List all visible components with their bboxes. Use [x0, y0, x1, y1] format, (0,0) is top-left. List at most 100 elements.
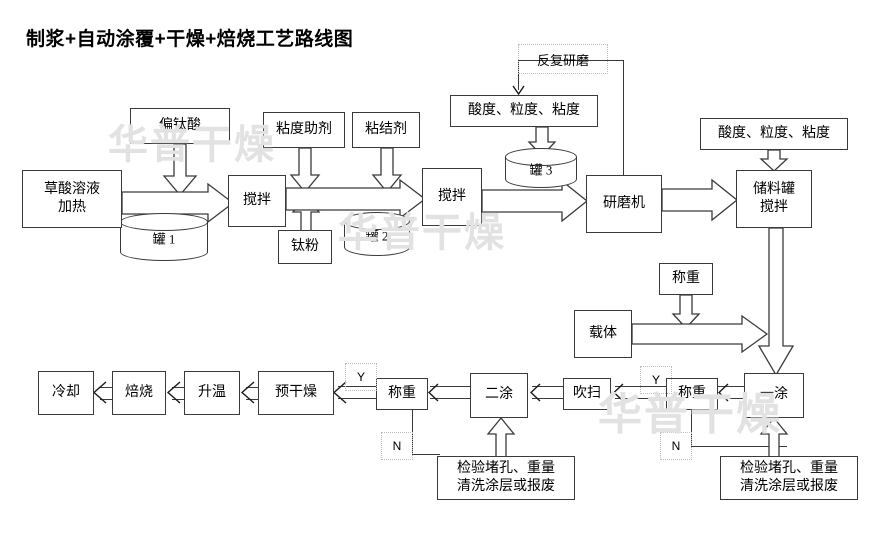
- decision-label-y-left: Y: [345, 363, 377, 391]
- arrow-storage-to-coat1: [758, 228, 794, 376]
- line-weigh1-n-right: [691, 446, 787, 448]
- node-label: 搅拌: [438, 188, 466, 204]
- line-calcine-to-cool-a: [100, 387, 114, 389]
- node-label: 升温: [198, 384, 226, 400]
- line-weigh1-to-blow-a: [615, 386, 667, 388]
- arrowhead-to-quality-middle: [510, 80, 528, 103]
- node-weigh-2[interactable]: 称重: [376, 378, 428, 410]
- node-inspect-left[interactable]: 检验堵孔、重量 清洗涂层或报废: [437, 456, 575, 500]
- tank-1[interactable]: 罐 1: [120, 213, 208, 261]
- arrowhead-coat1-to-weigh1: [714, 383, 732, 408]
- node-label: 偏钛酸: [159, 117, 201, 133]
- node-label: 粘结剂: [365, 121, 407, 137]
- tank-label: 罐 1: [152, 231, 176, 247]
- tank-2[interactable]: 罐 2: [344, 212, 410, 256]
- decision-text: Y: [356, 370, 365, 384]
- node-blow-purge[interactable]: 吹扫: [563, 378, 611, 410]
- line-weigh2-n-right: [412, 454, 440, 456]
- arrow-carrier-right: [632, 316, 768, 352]
- line-coat2-to-weigh2-b: [430, 398, 472, 400]
- arrowhead-coat2-to-weigh2: [424, 383, 442, 408]
- arrow-binder-down: [372, 148, 402, 193]
- node-titanium-powder[interactable]: 钛粉: [278, 230, 332, 264]
- line-blow-to-coat2-b: [532, 398, 564, 400]
- node-label: 草酸溶液 加热: [44, 181, 100, 215]
- node-grinder[interactable]: 研磨机: [586, 175, 662, 233]
- arrow-inspect-left-up: [487, 418, 515, 458]
- decision-label-y-right: Y: [640, 366, 672, 394]
- node-carrier[interactable]: 载体: [574, 310, 632, 358]
- decision-text: N: [671, 439, 681, 453]
- node-mixing-1[interactable]: 搅拌: [228, 175, 286, 227]
- node-weigh-1[interactable]: 称重: [666, 378, 718, 410]
- node-quality-middle[interactable]: 酸度、粒度、粘度: [450, 95, 598, 127]
- line-predry-to-heatup-b: [246, 399, 260, 401]
- node-cooling[interactable]: 冷却: [38, 371, 94, 415]
- line-weigh1-n-down: [691, 410, 693, 446]
- arrowhead-blow-to-coat2: [526, 383, 544, 408]
- line-calcine-to-cool-b: [100, 399, 114, 401]
- node-label: 称重: [678, 385, 706, 401]
- node-label: 研磨机: [603, 195, 645, 211]
- node-repeat-grinding[interactable]: 反复研磨: [518, 44, 608, 74]
- node-oxalic-acid-heating[interactable]: 草酸溶液 加热: [22, 170, 122, 228]
- node-label: 搅拌: [243, 192, 271, 208]
- node-label: 一涂: [760, 387, 788, 403]
- node-label: 预干燥: [275, 384, 317, 400]
- node-label: 反复研磨: [536, 52, 589, 68]
- line-blow-to-coat2-a: [532, 386, 564, 388]
- node-label: 钛粉: [291, 238, 319, 254]
- decision-label-n-right: N: [660, 432, 692, 460]
- node-label: 吹扫: [573, 385, 601, 401]
- node-calcination[interactable]: 焙烧: [112, 371, 166, 415]
- node-heat-up[interactable]: 升温: [184, 371, 240, 415]
- line-weigh2-to-predry-a: [338, 386, 378, 388]
- node-weigh-middle[interactable]: 称重: [659, 263, 713, 295]
- node-coat-2[interactable]: 二涂: [470, 373, 528, 418]
- arrow-viscosity-down: [290, 148, 320, 193]
- decision-text: N: [392, 439, 402, 453]
- line-grinder-feedback-horizontal: [518, 60, 624, 62]
- line-heatup-to-calcine-b: [172, 399, 186, 401]
- arrow-weigh-mid-down: [672, 295, 700, 329]
- node-label: 酸度、粒度、粘度: [468, 102, 580, 118]
- tank-3[interactable]: 罐 3: [505, 148, 577, 188]
- tank-label: 罐 2: [365, 228, 389, 244]
- tank-label: 罐 3: [529, 162, 553, 178]
- line-weigh2-to-predry-b: [338, 398, 378, 400]
- node-label: 储料罐 搅拌: [753, 181, 795, 215]
- arrowhead-predry-to-heatup: [238, 381, 258, 410]
- node-binder[interactable]: 粘结剂: [352, 112, 420, 148]
- node-quality-right[interactable]: 酸度、粒度、粘度: [700, 118, 848, 150]
- line-grinder-feedback-vertical: [623, 60, 625, 176]
- line-predry-to-heatup-a: [246, 387, 260, 389]
- node-label: 检验堵孔、重量 清洗涂层或报废: [740, 460, 838, 494]
- node-mixing-2[interactable]: 搅拌: [422, 168, 482, 226]
- arrow-inspect-right-up: [760, 418, 788, 458]
- node-coat-1[interactable]: 一涂: [744, 373, 804, 418]
- node-storage-tank-mixing[interactable]: 储料罐 搅拌: [736, 170, 812, 228]
- decision-label-n-left: N: [381, 432, 413, 460]
- arrowhead-heatup-to-calcine: [164, 381, 184, 410]
- arrow-mix2-to-grinder: [482, 181, 588, 221]
- node-metatitanic[interactable]: 偏钛酸: [130, 108, 230, 144]
- line-coat1-to-weigh1-a: [718, 386, 746, 388]
- node-pre-drying[interactable]: 预干燥: [258, 371, 334, 415]
- arrowhead-weigh2-to-predry: [330, 381, 350, 410]
- line-heatup-to-calcine-a: [172, 387, 186, 389]
- arrow-metatitanic-down: [163, 144, 197, 196]
- node-label: 载体: [589, 325, 617, 341]
- line-coat2-to-weigh2-a: [430, 386, 472, 388]
- cylinder-top: [344, 212, 410, 230]
- arrow-quality-right-down: [760, 150, 788, 172]
- node-label: 称重: [672, 270, 700, 286]
- node-label: 称重: [388, 385, 416, 401]
- node-inspect-right[interactable]: 检验堵孔、重量 清洗涂层或报废: [720, 456, 858, 500]
- line-coat1-to-weigh1-b: [718, 398, 746, 400]
- node-viscosity-additive[interactable]: 粘度助剂: [263, 112, 345, 148]
- arrowhead-weigh1-to-blow: [609, 383, 627, 408]
- node-label: 酸度、粒度、粘度: [718, 125, 830, 141]
- decision-text: Y: [651, 373, 660, 387]
- arrow-grinder-to-storage: [662, 180, 738, 220]
- arrow-mix1-to-mix2: [286, 180, 426, 218]
